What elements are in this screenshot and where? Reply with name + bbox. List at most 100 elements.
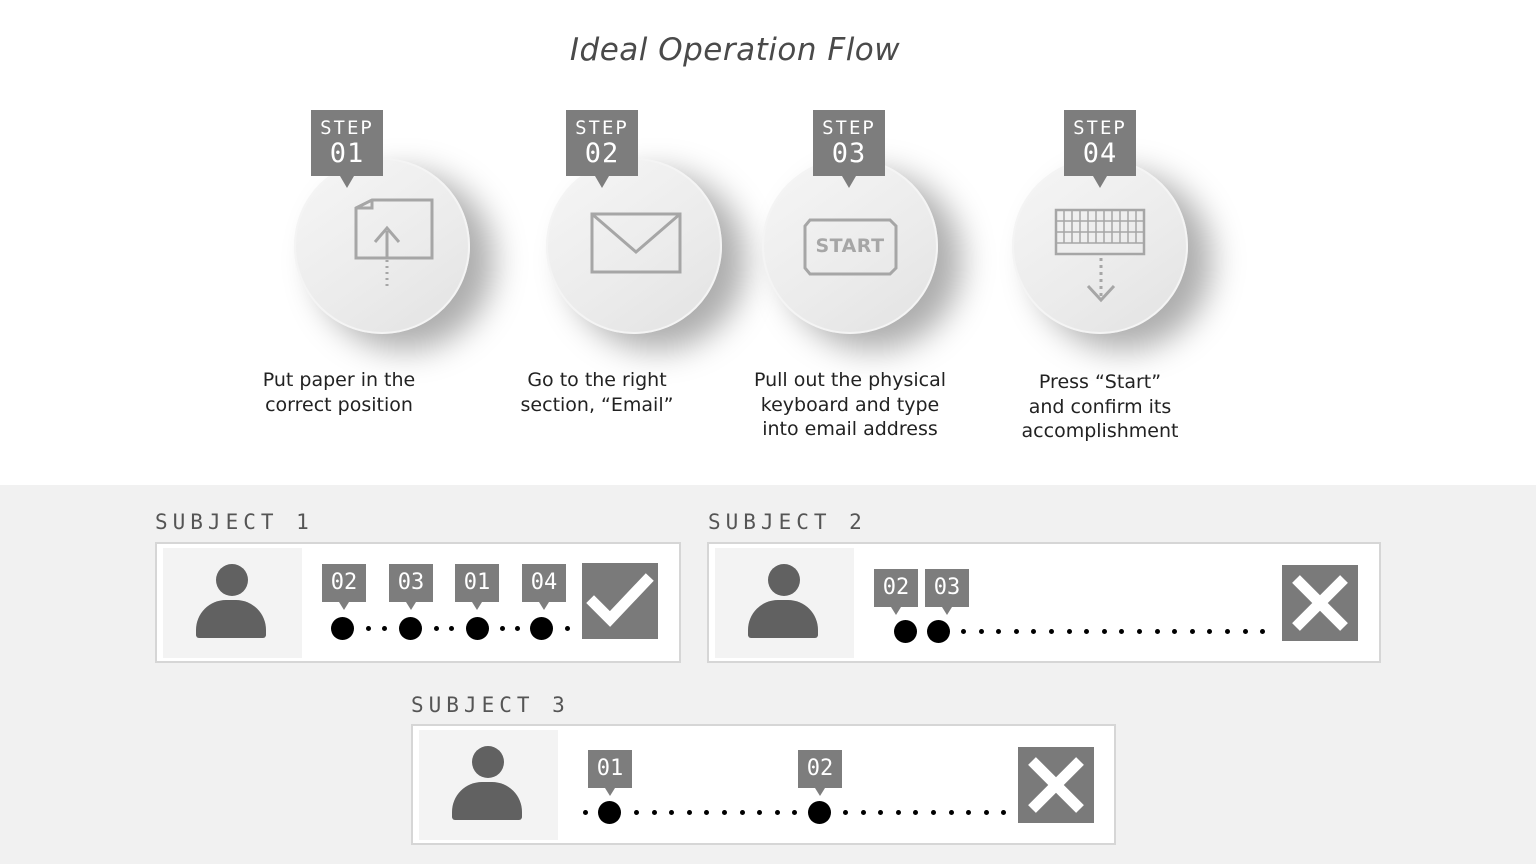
connector-dot bbox=[1137, 629, 1142, 634]
connector-dot bbox=[1225, 629, 1230, 634]
sequence-dot bbox=[894, 620, 917, 643]
sequence-step-tag: 03 bbox=[925, 569, 969, 615]
step-tag: STEP 02 bbox=[566, 110, 638, 188]
connector-dot bbox=[634, 810, 639, 815]
connector-dot bbox=[913, 810, 919, 815]
start-button-icon bbox=[803, 218, 898, 276]
connector-dot bbox=[961, 629, 966, 634]
step-tag: STEP 04 bbox=[1064, 110, 1136, 188]
sequence-dot bbox=[466, 617, 489, 640]
connector-dot bbox=[948, 810, 954, 815]
connector-dot bbox=[757, 810, 763, 815]
step-tag-label: STEP bbox=[822, 117, 876, 139]
subject-3-label: SUBJECT 3 bbox=[411, 693, 570, 717]
connector-dot bbox=[366, 626, 371, 631]
connector-dot bbox=[774, 810, 780, 815]
connector-dot bbox=[1066, 629, 1072, 634]
step-tag-number: 01 bbox=[329, 138, 365, 169]
step-description-line: Put paper in the bbox=[262, 369, 416, 391]
step-description-line: keyboard and type bbox=[760, 393, 940, 416]
connector-dot bbox=[434, 626, 439, 631]
connector-dot bbox=[686, 810, 692, 815]
avatar-head bbox=[216, 564, 248, 596]
connector-dot bbox=[449, 626, 454, 631]
check-icon bbox=[582, 563, 658, 639]
connector-dot bbox=[978, 629, 984, 634]
step-tag-label: STEP bbox=[320, 117, 374, 139]
sequence-step-tag: 03 bbox=[389, 564, 433, 610]
connector-dot bbox=[739, 810, 745, 815]
avatar-body bbox=[748, 600, 818, 638]
connector-dot bbox=[1260, 629, 1266, 634]
sequence-dot bbox=[808, 801, 831, 824]
connector-dot bbox=[996, 629, 1002, 634]
avatar bbox=[163, 548, 302, 658]
sequence-step-tag: 01 bbox=[588, 750, 632, 796]
connector-dot bbox=[1001, 810, 1007, 815]
start-icon-label: START bbox=[815, 235, 885, 257]
sequence-step-tag: 02 bbox=[798, 750, 842, 796]
subject-2-panel: 02 03 bbox=[707, 542, 1381, 663]
connector-dot bbox=[983, 810, 989, 815]
step-tag-number: 04 bbox=[1082, 138, 1118, 169]
connector-dot bbox=[1154, 629, 1160, 634]
connector-dot bbox=[792, 810, 798, 815]
step-tag: STEP 03 bbox=[813, 110, 885, 188]
subject-2-label: SUBJECT 2 bbox=[708, 510, 867, 534]
step-description-line: Press “Start” bbox=[1038, 371, 1162, 393]
cross-icon bbox=[1018, 747, 1094, 823]
step-tag-label: STEP bbox=[575, 117, 629, 139]
connector-dot bbox=[565, 626, 570, 631]
connector-dot bbox=[860, 810, 866, 815]
connector-dot bbox=[722, 810, 727, 815]
step-tag-label: STEP bbox=[1073, 117, 1127, 139]
avatar-body bbox=[196, 600, 266, 638]
connector-dot bbox=[966, 810, 972, 815]
subject-1-panel: 02 03 01 04 bbox=[155, 542, 681, 663]
connector-dot bbox=[1101, 629, 1107, 634]
envelope-icon bbox=[590, 212, 682, 274]
sequence-dot bbox=[598, 801, 621, 824]
connector-dot bbox=[895, 810, 901, 815]
connector-dot bbox=[651, 810, 657, 815]
connector-dot bbox=[1031, 629, 1037, 634]
connector-dot bbox=[843, 810, 848, 815]
keyboard-down-icon bbox=[1054, 208, 1146, 303]
sequence-step-tag: 02 bbox=[874, 569, 918, 615]
step-04: STEP 04 Press “Start” and confirm its ac… bbox=[960, 110, 1220, 460]
connector-dot bbox=[382, 626, 387, 631]
connector-dot bbox=[1013, 629, 1019, 634]
connector-dot bbox=[1049, 629, 1054, 634]
subject-3-panel: 01 02 bbox=[411, 724, 1116, 845]
connector-dot bbox=[1119, 629, 1125, 634]
connector-dot bbox=[878, 810, 884, 815]
sequence-step-tag: 01 bbox=[455, 564, 499, 610]
connector-dot bbox=[515, 626, 520, 631]
avatar-head bbox=[472, 746, 504, 778]
step-tag-number: 02 bbox=[584, 138, 620, 169]
step-description-line: and confirm its bbox=[1028, 395, 1172, 418]
avatar bbox=[715, 548, 854, 658]
step-03: START STEP 03 Pull out the physical keyb… bbox=[710, 110, 970, 460]
sequence-dot bbox=[530, 617, 553, 640]
cross-icon bbox=[1282, 565, 1358, 641]
step-description: Go to the right section, “Email” bbox=[457, 368, 737, 417]
page-title: Ideal Operation Flow bbox=[569, 32, 901, 68]
connector-dot bbox=[704, 810, 710, 815]
sequence-dot bbox=[399, 617, 422, 640]
avatar-head bbox=[768, 564, 800, 596]
connector-dot bbox=[1207, 629, 1213, 634]
step-description-line: Pull out the physical bbox=[753, 369, 947, 391]
step-tag-number: 03 bbox=[831, 138, 867, 169]
paper-upload-icon bbox=[354, 198, 434, 288]
step-description-line: into email address bbox=[762, 418, 938, 440]
connector-dot bbox=[1172, 629, 1178, 634]
step-tag: STEP 01 bbox=[311, 110, 383, 188]
connector-dot bbox=[669, 810, 675, 815]
step-02: STEP 02 Go to the right section, “Email” bbox=[494, 110, 754, 460]
step-description: Pull out the physical keyboard and type … bbox=[710, 368, 990, 442]
sequence-dot bbox=[927, 620, 950, 643]
sequence-step-tag: 04 bbox=[522, 564, 566, 610]
step-circle bbox=[294, 158, 470, 334]
step-description-line: accomplishment bbox=[1021, 420, 1179, 442]
